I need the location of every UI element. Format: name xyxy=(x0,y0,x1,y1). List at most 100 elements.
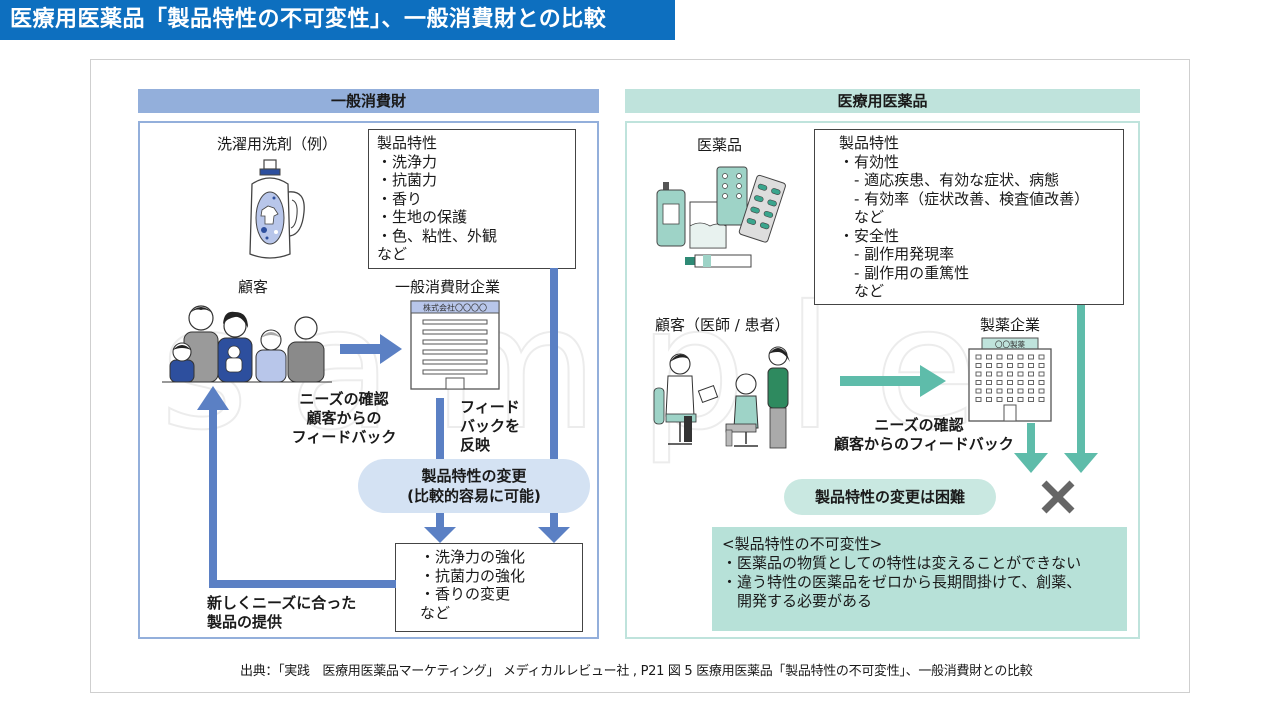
company-building-icon: 株式会社〇〇〇〇 xyxy=(410,300,500,390)
building-window xyxy=(1017,363,1024,368)
characteristics-connector xyxy=(550,268,558,460)
building-window xyxy=(1017,354,1024,360)
pharma-needs-feedback-text: ニーズの確認 顧客からのフィードバック xyxy=(834,416,1014,453)
customer-label: 顧客 xyxy=(238,278,269,296)
pharma-panel xyxy=(625,121,1140,639)
building-window xyxy=(1007,380,1013,385)
building-window xyxy=(1038,363,1045,368)
building-window xyxy=(1007,371,1013,377)
arrow-right-to-company xyxy=(340,334,402,364)
building-window xyxy=(986,354,992,360)
building-window xyxy=(975,354,982,360)
building-window xyxy=(986,397,992,402)
characteristics-title: 製品特性 xyxy=(839,134,900,152)
building-window xyxy=(1007,363,1013,368)
immutability-line: ・違う特性の医薬品をゼロから長期間掛けて、創薬、 xyxy=(722,573,1082,591)
building-window xyxy=(986,380,992,385)
characteristic-item: ・色、粘性、外観 xyxy=(377,226,498,245)
building-window xyxy=(1007,354,1013,360)
building-window xyxy=(1028,371,1034,377)
building-window xyxy=(986,371,992,377)
immutability-line: ・医薬品の物質としての特性は変えることができない xyxy=(722,554,1082,572)
building-window xyxy=(996,388,1003,394)
improvement-item: ・抗菌力の強化 xyxy=(420,566,526,585)
characteristics-title: 製品特性 xyxy=(377,134,438,152)
building-window xyxy=(996,371,1003,377)
pharma-company-label: 製薬企業 xyxy=(980,316,1041,334)
characteristic-item: ・洗浄力 xyxy=(377,152,438,171)
building-window xyxy=(1017,397,1024,402)
family-customers-icon xyxy=(162,305,332,383)
building-window xyxy=(975,380,982,385)
building-window xyxy=(1028,363,1034,368)
building-window xyxy=(1007,397,1013,402)
characteristic-item: ・抗菌力 xyxy=(377,171,438,189)
building-window xyxy=(975,363,982,368)
building-window xyxy=(975,371,982,377)
improvements-footer: など xyxy=(420,603,451,622)
arrow-down-right xyxy=(538,513,570,543)
building-window xyxy=(1038,397,1045,402)
building-window xyxy=(1038,371,1045,377)
building-window xyxy=(996,397,1003,402)
consumer-heading: 一般消費財 xyxy=(138,89,599,113)
new-product-text: 新しくニーズに合った 製品の提供 xyxy=(207,594,357,631)
change-easy-pill: 製品特性の変更 (比較的容易に可能) xyxy=(358,459,590,513)
building-window xyxy=(986,363,992,368)
characteristics-footer: など xyxy=(377,245,408,263)
arrow-right-to-pharma-company xyxy=(840,365,946,397)
building-window xyxy=(975,397,982,402)
detergent-bottle-icon xyxy=(249,159,305,259)
pharma-company-sign: 〇〇製薬 xyxy=(995,339,1025,349)
characteristic-line: - 適応疾患、有効な症状、病態 xyxy=(839,171,1060,189)
building-window xyxy=(1028,388,1034,394)
arrow-down-left xyxy=(424,513,456,543)
cross-mark-icon xyxy=(1041,480,1075,514)
consumer-panel xyxy=(138,121,599,639)
pharma-heading: 医療用医薬品 xyxy=(625,89,1140,113)
building-window xyxy=(996,363,1003,368)
arrow-down-pharma-right xyxy=(1064,453,1098,473)
building-window xyxy=(1017,371,1024,377)
company-sign: 株式会社〇〇〇〇 xyxy=(423,303,487,313)
arrow-up-to-customer xyxy=(197,386,229,410)
detergent-label: 洗濯用洗剤（例） xyxy=(217,135,338,153)
building-window xyxy=(1038,388,1045,394)
building-window xyxy=(1038,354,1045,360)
return-loop-vertical xyxy=(209,408,217,588)
characteristic-line: ・有効性 xyxy=(839,152,900,171)
improvement-item: ・香りの変更 xyxy=(420,585,511,603)
building-window xyxy=(1028,397,1034,402)
immutability-note: <製品特性の不可変性> ・医薬品の物質としての特性は変えることができない ・違う… xyxy=(712,527,1127,631)
characteristic-line: - 副作用発現率 xyxy=(839,245,955,263)
needs-feedback-text: ニーズの確認 顧客からの フィードバック xyxy=(291,390,397,446)
improvements-box: ・洗浄力の強化 ・抗菌力の強化 ・香りの変更 など xyxy=(395,543,583,632)
page-title: 医療用医薬品「製品特性の不可変性」、一般消費財との比較 xyxy=(0,0,675,40)
arrow-down-pharma-left xyxy=(1014,423,1048,473)
improvement-item: ・洗浄力の強化 xyxy=(420,548,526,566)
source-citation: 出典：「実践 医療用医薬品マーケティング」 メディカルレビュー社 , P21 図… xyxy=(240,664,1033,679)
consumer-characteristics-box: 製品特性 ・洗浄力 ・抗菌力 ・香り ・生地の保護 ・色、粘性、外観 など xyxy=(368,129,576,269)
building-window xyxy=(1017,388,1024,394)
pharma-characteristics-box: 製品特性 ・有効性 - 適応疾患、有効な症状、病態 - 有効率（症状改善、検査値… xyxy=(814,129,1124,305)
building-window xyxy=(975,388,982,394)
return-loop-horizontal xyxy=(209,580,396,588)
characteristic-line: - 副作用の重篤性 xyxy=(839,263,970,282)
building-window xyxy=(1017,380,1024,385)
building-window xyxy=(996,380,1003,385)
building-window xyxy=(1038,380,1045,385)
pharma-characteristics-connector xyxy=(1077,305,1085,455)
company-label: 一般消費財企業 xyxy=(395,278,501,296)
characteristic-line: ・安全性 xyxy=(839,226,900,245)
immutability-line: 開発する必要がある xyxy=(722,592,873,610)
building-window xyxy=(996,354,1003,360)
pharma-customer-label: 顧客（医師 / 患者） xyxy=(655,316,790,334)
building-window xyxy=(1028,380,1034,385)
pharma-building-icon: 〇〇製薬 xyxy=(968,337,1052,422)
medicines-icon xyxy=(656,166,786,268)
building-window xyxy=(1028,354,1034,360)
building-window xyxy=(986,388,992,394)
characteristic-line: など xyxy=(839,282,885,300)
characteristic-item: ・香り xyxy=(377,189,423,208)
immutability-title: <製品特性の不可変性> xyxy=(722,535,883,553)
